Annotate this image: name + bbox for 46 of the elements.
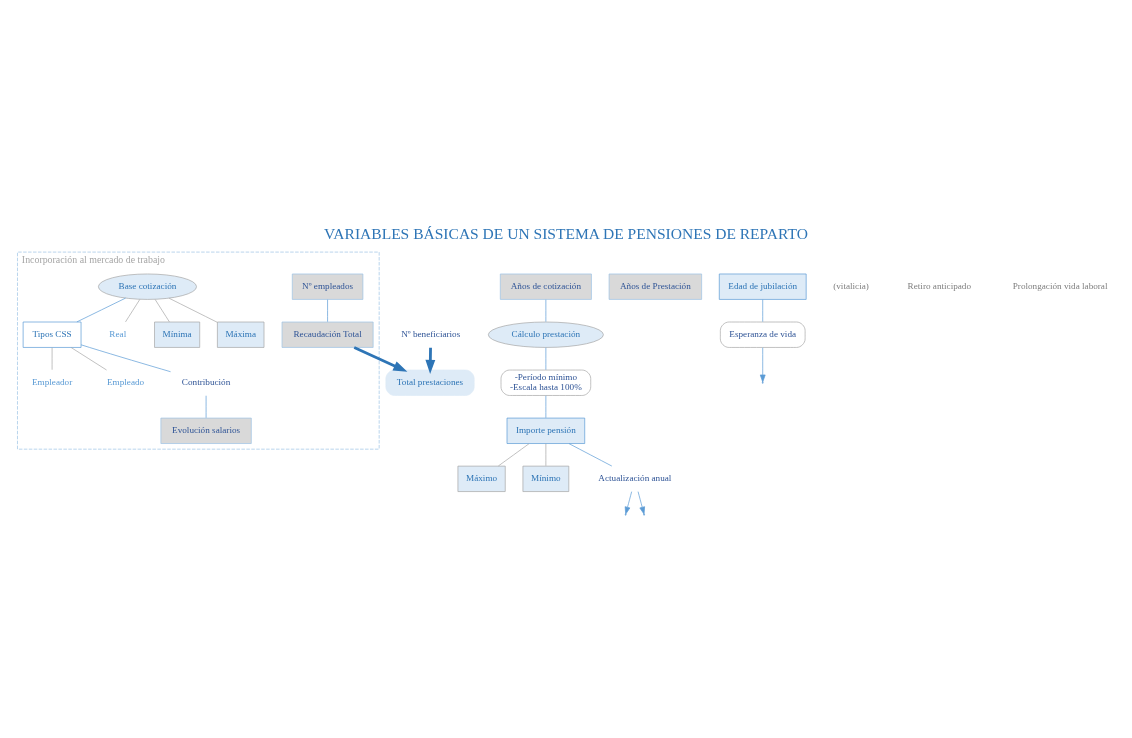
connector <box>80 343 171 372</box>
connector <box>154 298 170 322</box>
node-box: -Período mínimo -Escala hasta 100% <box>500 369 592 396</box>
node-box: Años de cotización <box>499 273 592 300</box>
arrow <box>759 346 766 382</box>
node-box: Máximo <box>457 465 506 492</box>
node-text: Actualización anual <box>598 472 672 483</box>
node-box: Nº empleados <box>291 273 364 300</box>
node-box: Edad de jubilación <box>718 273 807 300</box>
connector <box>51 346 53 370</box>
connector <box>168 297 218 323</box>
node-text: Real <box>109 328 127 339</box>
node-box: Evolución salarios <box>160 417 252 444</box>
label: (vitalicia) <box>833 280 869 291</box>
connector <box>125 298 141 322</box>
node-ellipse: Base cotización <box>98 273 197 300</box>
node-text: Nº beneficiarios <box>401 328 461 339</box>
node-box: Total prestaciones <box>385 369 475 396</box>
connector <box>762 298 764 322</box>
node-box: Tipos CSS <box>22 321 82 348</box>
node-box: Mínima <box>154 321 201 348</box>
node-text: Empleador <box>31 376 73 387</box>
arrow <box>353 345 408 372</box>
arrow <box>425 347 436 374</box>
arrow <box>637 490 645 514</box>
diagram-title: VARIABLES BÁSICAS DE UN SISTEMA DE PENSIONES DE REPARTO <box>324 224 808 242</box>
connector <box>327 298 328 322</box>
node-box: Importe pensión <box>506 417 586 444</box>
connector <box>545 298 547 322</box>
connector <box>545 442 547 466</box>
node-box: Esperanza de vida <box>720 321 806 348</box>
node-ellipse: Cálculo prestación <box>487 321 604 348</box>
connector <box>545 346 547 370</box>
node-box: Recaudación Total <box>281 321 374 348</box>
node-text: Empleado <box>106 376 145 387</box>
connector <box>545 394 547 418</box>
label: Retiro anticipado <box>907 280 972 291</box>
node-box: Mínimo <box>522 465 570 492</box>
connector <box>70 346 107 370</box>
connector <box>498 442 530 466</box>
label: Prolongación vida laboral <box>1012 280 1108 291</box>
node-box: Máxima <box>217 321 265 348</box>
node-text: Contribución <box>181 376 231 387</box>
connector <box>76 297 126 322</box>
node-box: Años de Prestación <box>608 273 702 300</box>
connector <box>568 442 613 466</box>
